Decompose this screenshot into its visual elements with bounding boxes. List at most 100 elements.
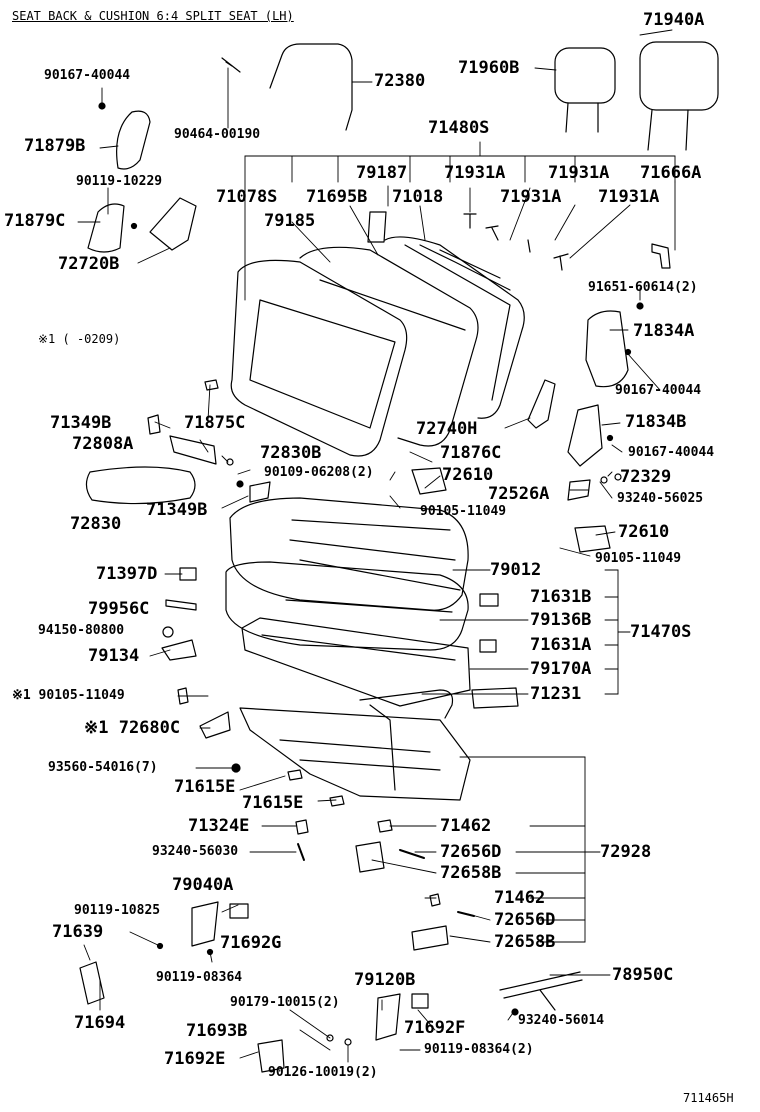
callout-71231[interactable]: 71231 (530, 684, 582, 704)
callout-71639[interactable]: 71639 (52, 922, 104, 942)
callout-71875c[interactable]: 71875C (184, 413, 246, 433)
callout-72656d-1[interactable]: 72656D (440, 842, 502, 862)
callout-71666a[interactable]: 71666A (640, 163, 702, 183)
callout-71324e[interactable]: 71324E (188, 816, 250, 836)
callout-79040a[interactable]: 79040A (172, 875, 234, 895)
callout-71462-2[interactable]: 71462 (494, 888, 546, 908)
callout-71615e-1[interactable]: 71615E (174, 777, 236, 797)
callout-90126-10019[interactable]: 90126-10019(2) (268, 1065, 378, 1080)
callout-72740h[interactable]: 72740H (416, 419, 478, 439)
callout-90119-10229[interactable]: 90119-10229 (76, 174, 163, 189)
callout-93240-56014[interactable]: 93240-56014 (518, 1013, 605, 1028)
callout-94150-80800[interactable]: 94150-80800 (38, 623, 125, 638)
clip-71875c-shape (204, 379, 219, 391)
callout-71879c[interactable]: 71879C (4, 211, 66, 231)
cable-78950c-shape (499, 971, 583, 1011)
callout-71834b[interactable]: 71834B (625, 412, 687, 432)
callout-90119-08364-a[interactable]: 90119-08364 (156, 970, 243, 985)
cover-71692e-shape (257, 1039, 285, 1073)
callout-71349b-1[interactable]: 71349B (50, 413, 112, 433)
callout-71931a-2[interactable]: 71931A (548, 163, 610, 183)
callout-72808a[interactable]: 72808A (72, 434, 134, 454)
callout-72928[interactable]: 72928 (600, 842, 652, 862)
callout-71462-1[interactable]: 71462 (440, 816, 492, 836)
callout-71349b-2[interactable]: 71349B (146, 500, 208, 520)
callout-72329[interactable]: 72329 (620, 467, 672, 487)
callout-79136b[interactable]: 79136B (530, 610, 592, 630)
bracket-72808a-shape (169, 435, 217, 465)
callout-90167-40044-c[interactable]: 90167-40044 (628, 445, 715, 460)
callout-90105-11049-a[interactable]: 90105-11049 (420, 504, 507, 519)
callout-72658b-2[interactable]: 72658B (494, 932, 556, 952)
callout-90179-10015[interactable]: 90179-10015(2) (230, 995, 340, 1010)
callout-71931a-4[interactable]: 71931A (598, 187, 660, 207)
callout-91651-60614[interactable]: 91651-60614(2) (588, 280, 698, 295)
callout-90119-08364-b[interactable]: 90119-08364(2) (424, 1042, 534, 1057)
callout-72830[interactable]: 72830 (70, 514, 122, 534)
cover-71692f-shape (411, 993, 429, 1009)
callout-79170a[interactable]: 79170A (530, 659, 592, 679)
callout-72610-2[interactable]: 72610 (618, 522, 670, 542)
callout-72526a[interactable]: 72526A (488, 484, 550, 504)
callout-79120b[interactable]: 79120B (354, 970, 416, 990)
headrest-71940a-shape (639, 41, 719, 151)
callout-72720b[interactable]: 72720B (58, 254, 120, 274)
callout-71078s[interactable]: 71078S (216, 187, 278, 207)
hook-79120b-shape (375, 993, 401, 1041)
callout-71931a-1[interactable]: 71931A (444, 163, 506, 183)
callout-90119-10825[interactable]: 90119-10825 (74, 903, 161, 918)
callout-93560-54016[interactable]: 93560-54016(7) (48, 760, 158, 775)
callout-71692e[interactable]: 71692E (164, 1049, 226, 1069)
callout-90105-11049-b[interactable]: 90105-11049 (595, 551, 682, 566)
callout-79134[interactable]: 79134 (88, 646, 140, 666)
callout-71397d[interactable]: 71397D (96, 564, 158, 584)
callout-90167-40044-a[interactable]: 90167-40044 (44, 68, 131, 83)
small-fasteners-top (463, 213, 671, 271)
clip-71462-b-shape (429, 893, 441, 907)
callout-71018[interactable]: 71018 (392, 187, 444, 207)
callout-71695b[interactable]: 71695B (306, 187, 368, 207)
callout-90109-06208[interactable]: 90109-06208(2) (264, 465, 374, 480)
callout-71693b[interactable]: 71693B (186, 1021, 248, 1041)
callout-71879b[interactable]: 71879B (24, 136, 86, 156)
callout-71631b[interactable]: 71631B (530, 587, 592, 607)
callout-72610-1[interactable]: 72610 (442, 465, 494, 485)
callout-93240-56030[interactable]: 93240-56030 (152, 844, 239, 859)
callout-71940a[interactable]: 71940A (643, 10, 705, 30)
callout-72680c[interactable]: ※1 72680C (84, 718, 181, 738)
callout-79956c[interactable]: 79956C (88, 599, 150, 619)
callout-72380[interactable]: 72380 (374, 71, 426, 91)
callout-90464-00190[interactable]: 90464-00190 (174, 127, 261, 142)
callout-71931a-3[interactable]: 71931A (500, 187, 562, 207)
callout-71631a[interactable]: 71631A (530, 635, 592, 655)
callout-90105-11049-c[interactable]: ※1 90105-11049 (12, 688, 125, 703)
callout-72658b-1[interactable]: 72658B (440, 863, 502, 883)
callout-71615e-2[interactable]: 71615E (242, 793, 304, 813)
diagram-id: 711465H (683, 1091, 734, 1105)
callout-79187[interactable]: 79187 (356, 163, 408, 183)
seat-back-shape (230, 211, 525, 457)
bracket-72658b-b-shape (411, 925, 449, 951)
hook-79040a-shape (191, 901, 219, 947)
cover-71349b-a-shape (147, 414, 161, 435)
callout-71960b[interactable]: 71960B (458, 58, 520, 78)
callout-71834a[interactable]: 71834A (633, 321, 695, 341)
callout-90167-40044-b[interactable]: 90167-40044 (615, 383, 702, 398)
callout-78950c[interactable]: 78950C (612, 965, 674, 985)
callout-71692g[interactable]: 71692G (220, 933, 282, 953)
callout-71480s[interactable]: 71480S (428, 118, 490, 138)
headrest-71960b-shape (554, 47, 616, 133)
hinge-72740h-shape (527, 379, 556, 429)
callout-79012[interactable]: 79012 (490, 560, 542, 580)
callout-72656d-2[interactable]: 72656D (494, 910, 556, 930)
callout-72830b[interactable]: 72830B (260, 443, 322, 463)
clip-90464-shape (221, 57, 241, 73)
cover-71349b-b-shape (249, 481, 271, 503)
callout-93240-56025[interactable]: 93240-56025 (617, 491, 704, 506)
callout-71470s[interactable]: 71470S (630, 622, 692, 642)
callout-71694[interactable]: 71694 (74, 1013, 126, 1033)
clip-71462-a-shape (377, 819, 393, 833)
callout-71876c[interactable]: 71876C (440, 443, 502, 463)
callout-79185[interactable]: 79185 (264, 211, 316, 231)
callout-71692f[interactable]: 71692F (404, 1018, 466, 1038)
